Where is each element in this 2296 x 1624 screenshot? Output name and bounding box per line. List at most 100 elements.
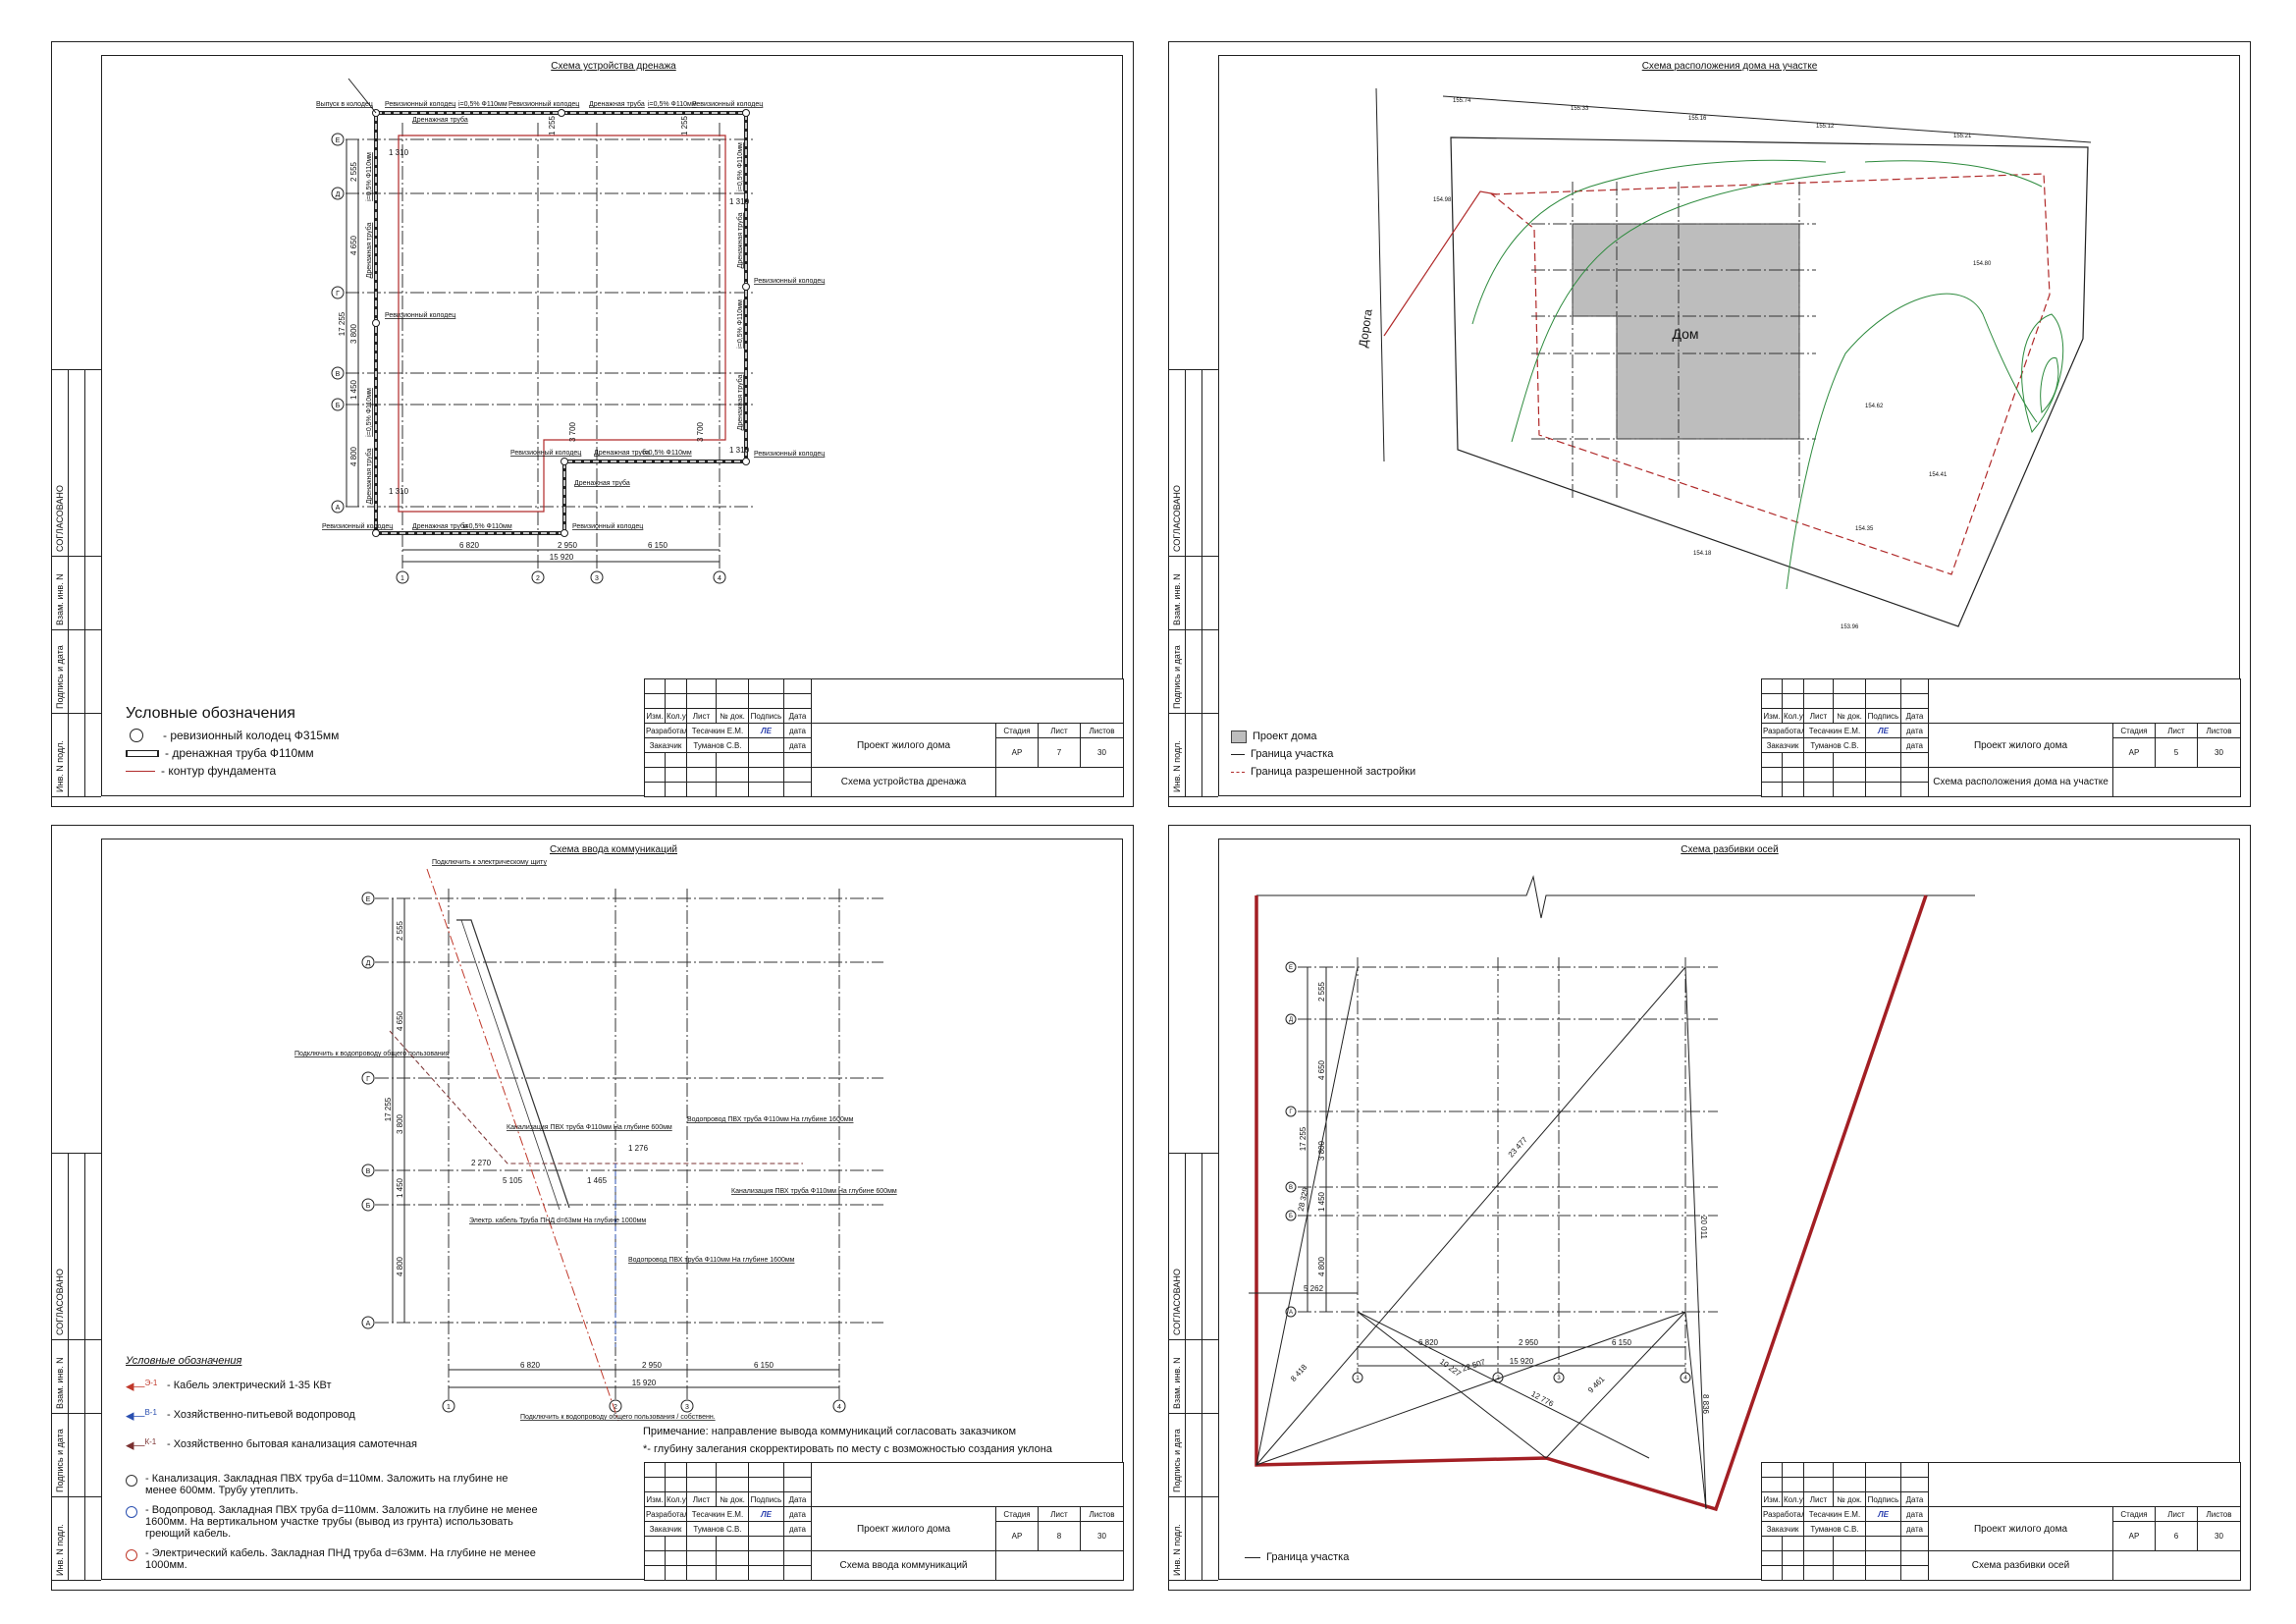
callout: Дренажная труба [365, 448, 373, 504]
sheet-frame [101, 839, 1123, 1580]
sheet-title: Схема устройства дренажа [551, 61, 676, 72]
axis-label: В [366, 1168, 371, 1175]
callout: Дренажная труба [412, 116, 468, 124]
arrow-water-icon: ◀—В-1 [126, 1407, 157, 1423]
callout: Электр. кабель Труба ПНД d=63мм На глуби… [469, 1217, 646, 1224]
elevation-mark: 154.62 [1865, 404, 1884, 409]
dimension: 8 418 [1289, 1362, 1308, 1382]
dimension: 9 461 [1586, 1375, 1607, 1395]
title-block: Изм.Кол.учЛист№ док.ПодписьДатаРазработа… [1761, 678, 2241, 797]
title-block-cell [783, 782, 812, 797]
building-limit [1490, 173, 2051, 575]
axis-label: Д [1289, 1017, 1293, 1023]
dimension: 1 310 [389, 487, 409, 496]
dimension: 6 150 [1612, 1338, 1632, 1347]
sheet-title: Схема разбивки осей [1681, 843, 1778, 855]
callout: Ревизионный колодец [385, 100, 455, 108]
code-label: К-1 [144, 1436, 157, 1446]
legend-item: Граница разрешенной застройки [1251, 766, 1416, 778]
dimension: 1 255 [548, 115, 557, 135]
drawing-name: Схема расположения дома на участке [1928, 767, 2113, 797]
project-name: Проект жилого дома [811, 723, 996, 768]
dimension: 1 310 [389, 148, 409, 157]
title-block-cell [811, 678, 1124, 724]
sheet-title: Схема расположения дома на участке [1642, 61, 1818, 72]
stamp-cell: Инв. N подл. [1169, 714, 1218, 797]
axis-label: 3 [1557, 1376, 1561, 1381]
elevation-mark: 155.12 [1816, 124, 1835, 130]
stamp-cell: Инв. N подл. [1169, 1497, 1218, 1581]
callout: Ревизионный колодец [692, 100, 763, 108]
legend-item: Проект дома [1253, 731, 1317, 742]
road-label: Дорога [1356, 308, 1374, 349]
callout: Дренажная труба [365, 222, 373, 278]
axis-label: 3 [685, 1404, 689, 1411]
elevation-mark: 155.16 [1688, 116, 1707, 122]
title-block-cell [995, 1550, 1124, 1581]
site-boundary [1255, 894, 1928, 1512]
axis-label: Е [366, 896, 371, 903]
callout: i=0,5% Ф110мм [648, 101, 697, 108]
callout: Дренажная труба [736, 212, 744, 268]
contour-lines [1471, 159, 2064, 590]
callout: i=0,5% Ф110мм [463, 523, 512, 530]
utilities-legend: Условные обозначения ◀—Э-1- Кабель элект… [126, 1355, 558, 1571]
drawing-name: Схема разбивки осей [1928, 1550, 2113, 1581]
elevation-mark: 155.21 [1953, 134, 1972, 139]
building-limit-line-icon [1231, 771, 1245, 773]
callout: Ревизионный колодец [385, 311, 455, 319]
sheet-title: Схема ввода коммуникаций [550, 844, 677, 855]
title-block-cell [1928, 678, 2241, 724]
sheet-number: 7 [1038, 737, 1081, 768]
stamp-cell: СОГЛАСОВАНО [52, 370, 101, 557]
sheet-frame [1218, 55, 2240, 796]
dimension: 1 450 [396, 1177, 404, 1198]
stamp-cell: СОГЛАСОВАНО [1169, 370, 1218, 557]
title-block-cell [995, 767, 1124, 797]
callout: Дренажная труба [412, 522, 468, 530]
callout: i=0,5% Ф110мм [643, 450, 692, 457]
callout: Канализация ПВХ труба Ф110мм На глубине … [731, 1187, 897, 1195]
title-block-cell [2112, 767, 2241, 797]
manhole-icon [130, 729, 143, 742]
legend-title: Условные обозначения [126, 1355, 242, 1367]
legend-item: - дренажная труба Ф110мм [165, 746, 314, 760]
dimension: 22 507 [1461, 1357, 1487, 1373]
sheets-total: 30 [1080, 1521, 1124, 1551]
title-block-cell [1900, 782, 1929, 797]
stamp-cell: Инв. N подл. [52, 1497, 101, 1581]
callout: Водопровод ПВХ труба Ф110мм На глубине 1… [687, 1115, 854, 1123]
sheet-frame [1218, 839, 2240, 1580]
axis-label: 1 [447, 1404, 451, 1411]
axis-label: Б [1289, 1214, 1293, 1219]
water-circle-icon [126, 1506, 137, 1518]
sheet-number: 5 [2155, 737, 2198, 768]
callout: Водопровод ПВХ труба Ф110мм На глубине 1… [628, 1256, 795, 1264]
title-block: Изм.Кол.учЛист№ док.ПодписьДатаРазработа… [644, 1462, 1124, 1581]
site-boundary [1450, 136, 2089, 627]
dimension: 17 255 [1299, 1126, 1308, 1151]
axis-label: В [336, 371, 341, 378]
note: Примечание: направление вывода коммуника… [643, 1426, 1017, 1437]
dimension: 5 262 [1304, 1284, 1324, 1293]
house-label: Дом [1672, 326, 1698, 342]
title-block-cell [783, 1565, 812, 1581]
axis-label: Е [1289, 965, 1293, 971]
axis-label: Е [336, 137, 341, 144]
dimension: 3 800 [349, 323, 358, 344]
axis-label: 1 [1356, 1376, 1360, 1381]
dimension: 1 310 [729, 446, 750, 455]
dimension: 2 950 [558, 541, 578, 550]
axis-label: Г [1289, 1110, 1293, 1115]
dimension: 2 555 [396, 920, 404, 941]
callout: Подключить к водопроводу общего пользова… [520, 1413, 716, 1421]
dimension: 2 555 [349, 161, 358, 182]
dimension: 4 800 [396, 1256, 404, 1276]
dimension: 4 800 [1317, 1256, 1326, 1276]
dimension: 1 450 [349, 379, 358, 400]
stamp-cell: Взам. инв. N [1169, 557, 1218, 630]
legend-item: - Хозяйственно-питьевой водопровод [167, 1409, 355, 1421]
callout: Ревизионный колодец [508, 100, 579, 108]
